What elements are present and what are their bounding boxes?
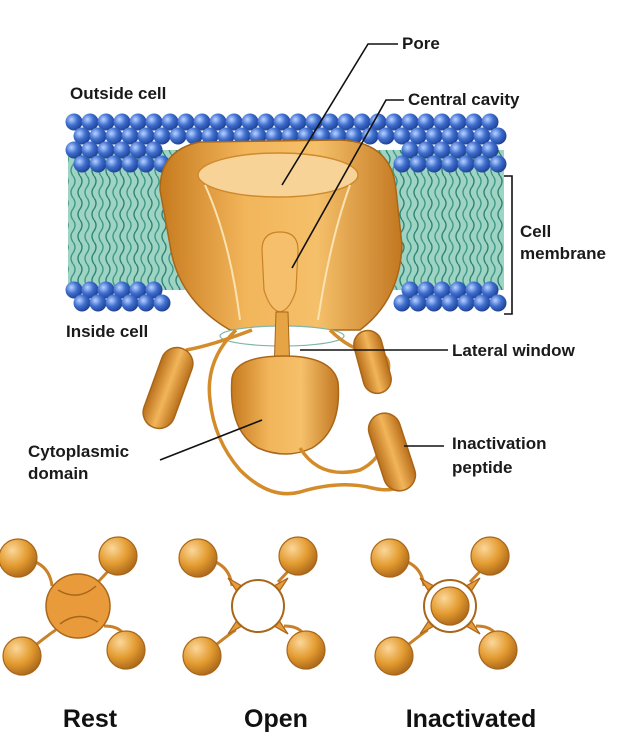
inactivation-peptide-right-top — [351, 327, 395, 396]
outside-cell-label: Outside cell — [70, 84, 166, 104]
cell-membrane-label-line2: membrane — [520, 244, 606, 264]
inactivation-peptide-left — [139, 343, 198, 433]
pore-label: Pore — [402, 34, 440, 54]
membrane-bracket — [504, 176, 512, 314]
cytoplasmic-domain-label-line1: Cytoplasmic — [28, 442, 129, 462]
inactivation-peptide-label-line2: peptide — [452, 458, 512, 478]
state-inactivated-label: Inactivated — [376, 704, 566, 734]
state-inactivated-icon — [371, 537, 517, 675]
central-cavity — [262, 232, 298, 312]
state-open-icon — [179, 537, 325, 675]
cytoplasmic-domain-label-line2: domain — [28, 464, 88, 484]
inactivation-peptide — [364, 409, 419, 495]
state-rest-icon — [0, 537, 145, 675]
state-open-label: Open — [216, 704, 336, 734]
inside-cell-label: Inside cell — [66, 322, 148, 342]
lateral-window-label: Lateral window — [452, 341, 575, 361]
cytoplasmic-domain-leader — [160, 420, 262, 460]
central-cavity-label: Central cavity — [408, 90, 520, 110]
channel-protein — [139, 140, 420, 495]
pore — [198, 153, 358, 197]
cytoplasmic-domain — [232, 356, 339, 454]
inactivation-peptide-label-line1: Inactivation — [452, 434, 546, 454]
cell-membrane-label-line1: Cell — [520, 222, 551, 242]
state-rest-label: Rest — [30, 704, 150, 734]
